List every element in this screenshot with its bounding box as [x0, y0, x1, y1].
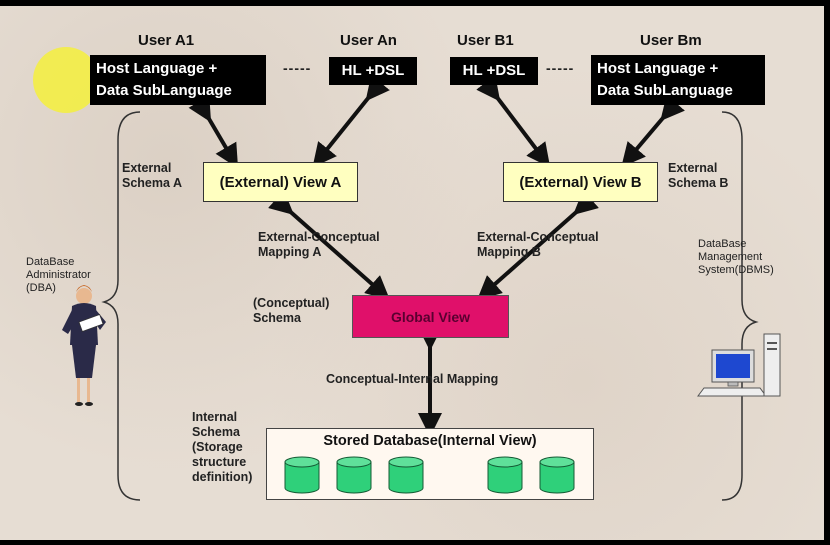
host-box-bm-line2: Data SubLanguage: [597, 82, 733, 99]
separator-a: -----: [283, 60, 312, 76]
separator-b: -----: [546, 60, 575, 76]
database-cylinder-icon: [388, 456, 424, 494]
dbms-label: DataBase Management System(DBMS): [698, 238, 774, 276]
stored-database-title: Stored Database(Internal View): [323, 433, 537, 449]
database-cylinder-icon: [284, 456, 320, 494]
host-box-a1-line2: Data SubLanguage: [96, 82, 232, 99]
host-box-bm-line1: Host Language +: [597, 60, 719, 77]
conceptual-schema-label: (Conceptual) Schema: [253, 296, 330, 325]
bottom-border: [0, 540, 830, 545]
external-schema-b-label: External Schema B: [668, 161, 729, 190]
host-box-bm: Host Language + Data SubLanguage: [591, 55, 765, 105]
user-b1-label: User B1: [457, 32, 514, 49]
host-box-an-label: HL +DSL: [341, 62, 405, 79]
host-box-b1: HL +DSL: [450, 57, 538, 85]
external-schema-a-label: External Schema A: [122, 161, 182, 190]
top-border: [0, 0, 830, 6]
arrow-view-b-to-global: [477, 190, 599, 300]
arrow-bm-to-view-b: [621, 95, 685, 168]
host-box-a1: Host Language + Data SubLanguage: [90, 55, 266, 105]
global-view-box: Global View: [352, 295, 509, 338]
arrow-an-to-view-a: [312, 75, 390, 168]
arrow-a1-to-view-a: [188, 95, 239, 169]
host-box-b1-label: HL +DSL: [462, 62, 526, 79]
user-a1-label: User A1: [138, 32, 195, 49]
external-view-a: (External) View A: [203, 162, 358, 202]
dba-label: DataBase Administrator (DBA): [26, 256, 91, 294]
ext-conc-mapping-b-label: External-Conceptual Mapping B: [477, 230, 599, 259]
database-cylinder-icon: [336, 456, 372, 494]
left-brace: [101, 111, 141, 501]
arrow-view-a-to-global: [268, 190, 390, 300]
stored-database-box: Stored Database(Internal View): [266, 428, 594, 500]
database-cylinder-icon: [539, 456, 575, 494]
host-box-an: HL +DSL: [329, 57, 417, 85]
database-cylinder-icon: [487, 456, 523, 494]
ext-conc-mapping-a-label: External-Conceptual Mapping A: [258, 230, 380, 259]
right-brace: [721, 111, 759, 501]
conceptual-internal-mapping-label: Conceptual-Internal Mapping: [326, 372, 499, 386]
arrow-b1-to-view-b: [476, 75, 551, 168]
cursor-highlight: [33, 47, 99, 113]
host-box-a1-line1: Host Language +: [96, 60, 218, 77]
right-border: [824, 0, 830, 545]
user-an-label: User An: [340, 32, 397, 49]
user-bm-label: User Bm: [640, 32, 702, 49]
external-view-b: (External) View B: [503, 162, 658, 202]
internal-schema-label: Internal Schema (Storage structure defin…: [192, 410, 253, 484]
